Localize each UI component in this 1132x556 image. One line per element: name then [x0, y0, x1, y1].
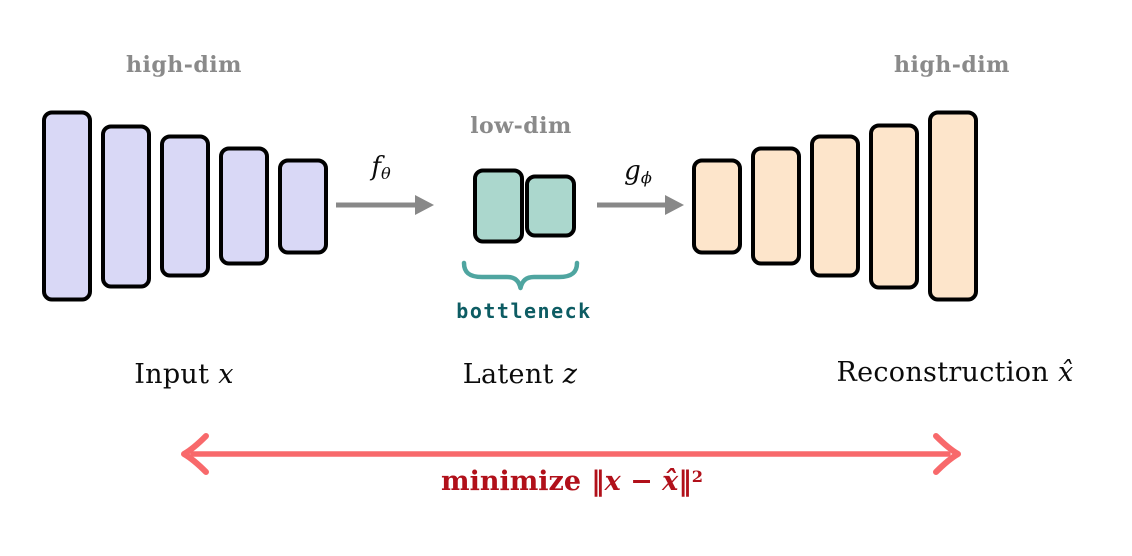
- layer-bar: [101, 124, 151, 288]
- loss-label-text: minimize: [441, 466, 582, 497]
- layer-bar: [42, 110, 92, 302]
- decoder-arrow-head: [665, 195, 684, 215]
- encoder-arrow-head: [415, 195, 434, 215]
- layer-bar: [160, 134, 210, 278]
- encoder-fn-label: fθ: [371, 152, 390, 183]
- input-caption-math: x: [218, 359, 234, 390]
- latent-caption-math: z: [562, 359, 578, 390]
- layer-bar: [473, 168, 524, 244]
- loss-label-math: ‖x − x̂‖: [591, 466, 692, 497]
- decoder-fn-subscript: ϕ: [640, 168, 652, 188]
- loss-arrow-left-head: [181, 433, 209, 475]
- reconstruction-caption: Reconstruction x̂: [836, 357, 1073, 388]
- encoder-fn-symbol: f: [371, 152, 381, 182]
- encoder-fn-subscript: θ: [380, 164, 391, 184]
- reconstruction-caption-math: x̂: [1058, 357, 1074, 388]
- bottleneck-label: bottleneck: [456, 299, 592, 323]
- decoder-fn-symbol: g: [624, 156, 641, 186]
- loss-arrow-right-head: [933, 433, 961, 475]
- latent-layers: [473, 168, 576, 244]
- latent-dim-label: low-dim: [470, 113, 572, 139]
- layer-bar: [525, 174, 576, 238]
- layer-bar: [219, 146, 269, 266]
- layer-bar: [869, 123, 919, 289]
- output-dim-label: high-dim: [894, 52, 1010, 78]
- loss-label: minimize ‖x − x̂‖2: [441, 466, 703, 497]
- layer-bar: [278, 158, 328, 254]
- input-dim-label: high-dim: [126, 52, 242, 78]
- latent-caption-text: Latent: [462, 359, 554, 390]
- input-caption-text: Input: [134, 359, 210, 390]
- decoder-layers: [692, 110, 978, 302]
- layer-bar: [810, 134, 860, 278]
- layer-bar: [692, 158, 742, 254]
- encoder-layers: [42, 110, 328, 302]
- loss-label-superscript: 2: [691, 466, 703, 486]
- reconstruction-caption-text: Reconstruction: [836, 357, 1049, 388]
- decoder-fn-label: gϕ: [624, 156, 652, 187]
- layer-bar: [928, 110, 978, 302]
- layer-bar: [751, 146, 801, 266]
- bottleneck-brace-icon: [461, 260, 580, 291]
